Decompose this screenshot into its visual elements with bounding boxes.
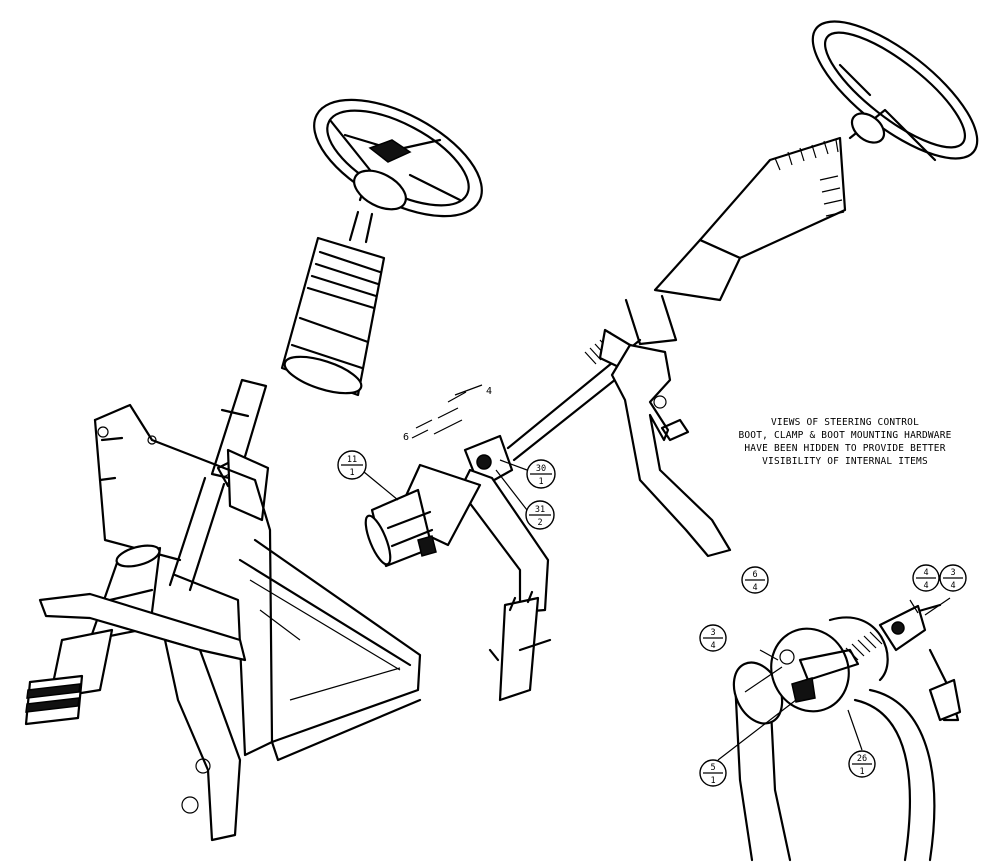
- svg-text:1: 1: [859, 767, 864, 777]
- callout-11-1: 11 1: [337, 450, 367, 480]
- svg-text:31: 31: [535, 505, 545, 515]
- left-steering-assembly-view: [24, 98, 483, 842]
- middle-pedal: [610, 343, 732, 558]
- left-pedal-arm: [163, 638, 242, 842]
- dimension-marks: 4 6: [403, 384, 492, 443]
- note-line-3: HAVE BEEN HIDDEN TO PROVIDE BETTER: [744, 443, 945, 454]
- svg-text:26: 26: [857, 754, 867, 764]
- callout-4-4: 4 4: [912, 564, 940, 592]
- svg-text:4: 4: [923, 568, 928, 578]
- detail-view: [717, 597, 962, 862]
- left-steering-wheel: [313, 98, 483, 218]
- svg-text:2: 2: [537, 518, 542, 528]
- callout-31-2: 31 2: [525, 500, 555, 530]
- callout-5-1: 5 1: [699, 759, 727, 787]
- svg-text:1: 1: [349, 468, 354, 478]
- note-line-2: BOOT, CLAMP & BOOT MOUNTING HARDWARE: [738, 430, 951, 441]
- svg-text:1: 1: [710, 776, 715, 786]
- svg-text:3: 3: [710, 628, 715, 638]
- callout-26-1: 26 1: [848, 750, 876, 778]
- svg-text:1: 1: [538, 477, 543, 487]
- left-lower-housing: [24, 544, 247, 726]
- svg-text:11: 11: [347, 455, 357, 465]
- callout-3-4-left: 3 4: [699, 624, 727, 652]
- middle-column-housing: [624, 136, 847, 346]
- svg-text:5: 5: [710, 763, 715, 773]
- dimension-label-6: 6: [403, 432, 409, 443]
- svg-text:3: 3: [950, 568, 955, 578]
- svg-text:4: 4: [710, 641, 715, 651]
- motor-unit: [364, 463, 482, 568]
- dimension-label-4: 4: [486, 386, 492, 397]
- callout-6-4: 6 4: [741, 566, 769, 594]
- svg-text:6: 6: [752, 570, 757, 580]
- callout-3-4-right: 3 4: [939, 564, 967, 592]
- right-steering-wheel: [811, 20, 979, 162]
- note-line-4: VISIBILITY OF INTERNAL ITEMS: [762, 456, 928, 467]
- svg-text:4: 4: [923, 581, 928, 591]
- note-line-1: VIEWS OF STEERING CONTROL: [771, 417, 919, 428]
- callout-30-1: 30 1: [526, 459, 556, 489]
- svg-text:4: 4: [950, 581, 955, 591]
- middle-steering-assembly-view: 4 6: [363, 20, 979, 702]
- drawing-note: VIEWS OF STEERING CONTROL BOOT, CLAMP & …: [738, 417, 951, 467]
- svg-text:4: 4: [752, 583, 757, 593]
- left-column-housing: [280, 236, 386, 397]
- svg-text:30: 30: [536, 464, 546, 474]
